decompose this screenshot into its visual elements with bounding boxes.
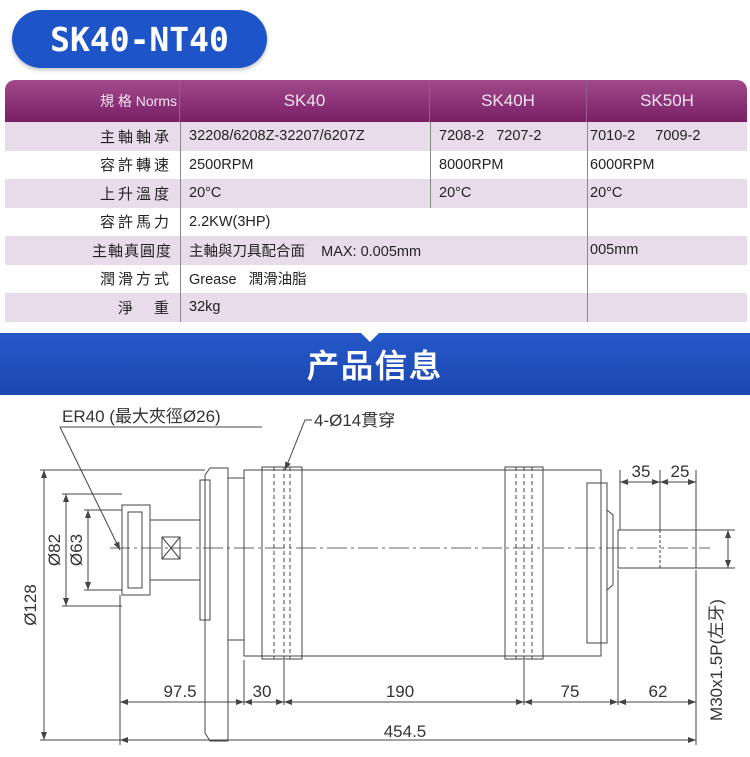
collet (121, 504, 201, 596)
collet-label: ER40 (最大夾徑Ø26) (62, 407, 221, 426)
cell-sk50h (587, 293, 747, 322)
row-label: 淨 重 (117, 299, 172, 317)
table-row: 上升溫度 20°C 20°C 20°C (5, 179, 747, 208)
dia-128: Ø128 (21, 584, 40, 626)
header-sk40: SK40 (180, 80, 430, 122)
table-row: 潤滑方式 Grease 潤滑油脂 (5, 264, 747, 293)
dim-30: 30 (253, 682, 272, 701)
dia-82: Ø82 (45, 534, 64, 566)
dim-190: 190 (386, 682, 414, 701)
cell-sk50h: 20°C (587, 179, 747, 208)
spec-table: 規 格 Norms SK40 SK40H SK50H 主軸軸承 32208/62… (5, 80, 747, 322)
cell-sk40h: 20°C (430, 179, 587, 208)
section-banner: 产品信息 (0, 333, 750, 395)
table-row: 主軸真圓度 主軸與刀具配合面 MAX: 0.005mm 005mm (5, 236, 747, 265)
cell-sk50h (587, 207, 747, 236)
hole-label: 4-Ø14貫穿 (314, 411, 395, 430)
rear-cap (586, 482, 608, 644)
cell-merged: 2.2KW(3HP) (180, 207, 587, 236)
row-label: 容許馬力 (99, 214, 172, 232)
header-sk40h: SK40H (430, 80, 587, 122)
front-flange (204, 467, 229, 742)
dim-75: 75 (561, 682, 580, 701)
shaft (617, 529, 697, 569)
thread-label: M30x1.5P(左牙) (707, 599, 726, 721)
table-row: 淨 重 32kg (5, 293, 747, 322)
cell-sk50h: 7010-2 7009-2 (587, 122, 747, 151)
dim-62: 62 (649, 682, 668, 701)
dim-total: 454.5 (384, 722, 427, 741)
header-sk50h: SK50H (640, 91, 694, 110)
header-norms: 規 格 Norms (5, 80, 180, 122)
cell-sk50h (587, 264, 747, 293)
table-row: 主軸軸承 32208/6208Z-32207/6207Z 7208-2 7207… (5, 122, 747, 151)
cell-sk40: 2500RPM (180, 150, 430, 179)
row-label: 主軸軸承 (99, 128, 172, 146)
cell-sk50h: 6000RPM (587, 150, 747, 179)
clamp-ring-left (261, 466, 303, 660)
banner-notch (361, 333, 379, 342)
row-label: 上升溫度 (99, 185, 172, 203)
table-row: 容許轉速 2500RPM 8000RPM 6000RPM (5, 150, 747, 179)
spindle-body (243, 469, 602, 657)
cell-sk50h: 005mm (587, 236, 747, 265)
dim-35: 35 (632, 462, 651, 481)
dim-25: 25 (671, 462, 690, 481)
table-row: 容許馬力 2.2KW(3HP) (5, 207, 747, 236)
cell-sk40h: 8000RPM (430, 150, 587, 179)
cell-sk40: 32208/6208Z-32207/6207Z (180, 122, 430, 151)
cell-sk40: 20°C (180, 179, 430, 208)
cell-merged: Grease 潤滑油脂 (180, 264, 587, 293)
row-label: 潤滑方式 (99, 271, 172, 289)
row-label: 容許轉速 (99, 157, 172, 175)
spindle-drawing: ER40 (最大夾徑Ø26) 4-Ø14貫穿 Ø128 Ø82 Ø63 35 2… (21, 407, 735, 745)
cell-merged: 32kg (180, 293, 587, 322)
cell-sk40h: 7208-2 7207-2 (430, 122, 587, 151)
row-label: 主軸真圓度 (91, 242, 172, 260)
page-title: SK40-NT40 (12, 10, 267, 68)
dim-97-5: 97.5 (163, 682, 196, 701)
dia-63: Ø63 (67, 534, 86, 566)
cell-merged: 主軸與刀具配合面 MAX: 0.005mm (180, 236, 587, 265)
table-header: 規 格 Norms SK40 SK40H SK50H (5, 80, 747, 122)
